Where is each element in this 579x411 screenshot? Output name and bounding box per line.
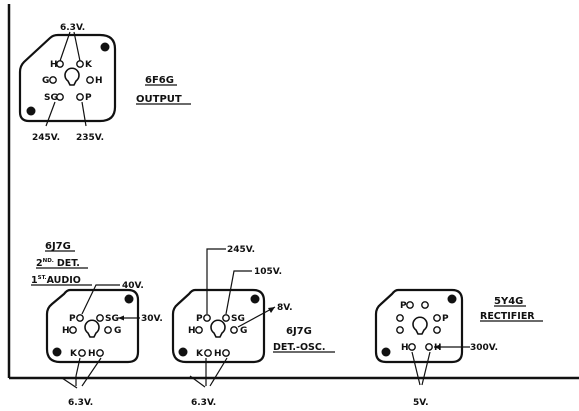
screen-voltage-label: 245V. (32, 133, 60, 143)
svg-text:6J7G: 6J7G (286, 326, 312, 337)
pin-label: H (401, 343, 409, 353)
svg-text:6F6G: 6F6G (145, 75, 174, 86)
mount-hole (124, 294, 134, 304)
pin-label: P (442, 314, 449, 324)
mount-hole (250, 294, 260, 304)
center-key (84, 319, 100, 338)
pin-label: P (69, 314, 76, 324)
pin-label: G (42, 76, 49, 86)
pin-label: H (88, 349, 96, 359)
pin-label: K (196, 349, 204, 359)
center-key (412, 316, 428, 335)
socket-6j7g-audio: P SG H G K H 40V. 30V. 6.3V. (45, 281, 163, 408)
tube-title-6j7g-osc: 6J7G DET.-OSC. (273, 326, 335, 353)
plate-voltage-label: 40V. (122, 281, 144, 291)
pin-label: P (85, 93, 92, 103)
mount-hole (447, 294, 457, 304)
plate-voltage-label: 245V. (227, 245, 255, 255)
grid-voltage-label: 8V. (277, 303, 293, 313)
socket-6f6g: H K G H SG P 6.3V. 245V. 235V. (18, 23, 117, 143)
heater-voltage-label: 6.3V. (68, 398, 93, 408)
svg-text:2ND.DET.: 2ND.DET. (36, 258, 80, 269)
pin-label: H (50, 60, 58, 70)
pin-label: H (62, 326, 70, 336)
tube-title-5y4g: 5Y4G RECTIFIER (480, 296, 543, 322)
pin-label: G (240, 326, 247, 336)
pin-label: P (400, 301, 407, 311)
mount-hole (100, 42, 110, 52)
screen-voltage-label: 105V. (254, 267, 282, 277)
plate-voltage-label: 235V. (76, 133, 104, 143)
svg-text:1ST.AUDIO: 1ST.AUDIO (31, 275, 81, 286)
mount-hole (52, 347, 62, 357)
chassis-outline (7, 4, 579, 380)
pin-label: SG (231, 314, 245, 324)
svg-text:DET.-OSC.: DET.-OSC. (273, 342, 325, 353)
svg-text:OUTPUT: OUTPUT (136, 94, 182, 105)
tube-title-6f6g: 6F6G OUTPUT (136, 75, 191, 105)
svg-text:RECTIFIER: RECTIFIER (480, 311, 535, 322)
center-key (210, 319, 226, 338)
pin-label: K (70, 349, 78, 359)
socket-6j7g-osc: P SG H G K H 245V. 105V. 8V. 6.3V. (171, 245, 293, 408)
pin-label: P (196, 314, 203, 324)
screen-voltage-label: 30V. (141, 314, 163, 324)
pin-label: H (214, 349, 222, 359)
pin-label: H (95, 76, 103, 86)
pin-label: H (188, 326, 196, 336)
heater-voltage-label: 6.3V. (191, 398, 216, 408)
center-key (64, 67, 80, 86)
output-voltage-label: 300V. (470, 343, 498, 353)
mount-hole (26, 106, 36, 116)
mount-hole (178, 347, 188, 357)
tube-title-6j7g-audio: 6J7G 2ND.DET. 1ST.AUDIO (31, 241, 92, 286)
socket-5y4g: P P H H 300V. 5V. (374, 288, 498, 408)
heater-voltage-label: 6.3V. (60, 23, 85, 33)
pin-label: SG (105, 314, 119, 324)
mount-hole (381, 347, 391, 357)
pin-label: G (114, 326, 121, 336)
heater-voltage-label: 5V. (413, 398, 429, 408)
pin-label: K (85, 60, 93, 70)
svg-text:5Y4G: 5Y4G (494, 296, 523, 307)
pin-label: SG (44, 93, 58, 103)
svg-text:6J7G: 6J7G (45, 241, 71, 252)
